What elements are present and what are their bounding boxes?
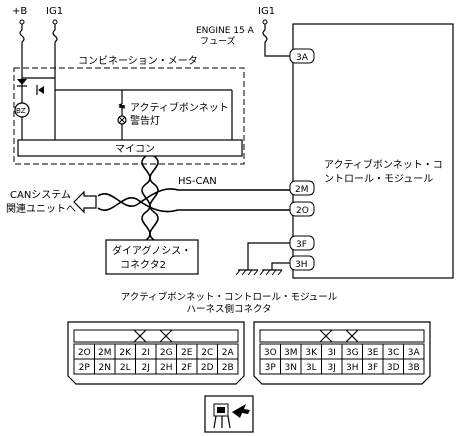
left-pin-label: 2F xyxy=(181,363,192,373)
left-pin-label: 2C xyxy=(201,348,213,358)
fuse-label: ENGINE 15 A xyxy=(196,26,255,36)
svg-text:3F: 3F xyxy=(296,240,307,250)
diode-icon xyxy=(36,85,44,95)
right-pin-cell xyxy=(403,358,425,375)
right-pin-label: 3J xyxy=(328,363,336,373)
left-pin-label: 2D xyxy=(201,363,214,373)
buzzer-icon xyxy=(14,102,30,118)
left-pin-label: 2J xyxy=(142,363,150,373)
diagnosis-connector-box xyxy=(105,239,199,275)
twisted-pair-wire xyxy=(141,155,159,241)
plus-b-wire xyxy=(19,19,25,78)
left-pin-label: 2M xyxy=(98,348,112,358)
diagnosis-connector-label-2: コネクタ2 xyxy=(120,259,166,271)
combination-meter-box xyxy=(13,67,245,165)
ground-wires xyxy=(247,242,290,270)
control-module-name: アクティブボンネット・コ xyxy=(324,158,443,171)
pin-3f: 3F xyxy=(289,235,315,251)
fuse-label-jp: フューズ xyxy=(200,35,236,47)
right-pin-label: 3K xyxy=(305,348,318,358)
warning-lamp-label-2: 警告灯 xyxy=(130,114,160,127)
warning-lamp-label: アクティブボンネット xyxy=(130,101,229,114)
svg-text:2O: 2O xyxy=(296,206,309,216)
svg-text:3H: 3H xyxy=(295,260,308,270)
pin-3a: 3A xyxy=(289,48,315,64)
left-pin-label: 2P xyxy=(79,363,91,373)
right-pin-label: 3P xyxy=(265,363,277,373)
left-pin-label: 2N xyxy=(99,363,111,373)
right-pin-label: 3L xyxy=(306,363,317,373)
left-pin-label: 2G xyxy=(160,348,173,358)
control-module-box xyxy=(292,23,454,279)
right-pin-label: 3H xyxy=(346,363,359,373)
diagnosis-connector-label: ダイアグノシス・ xyxy=(112,244,191,257)
can-bus-wire xyxy=(97,188,290,213)
ig1-left-wire xyxy=(52,19,58,78)
right-pin-label: 3M xyxy=(284,348,298,358)
meter-internal-wiring xyxy=(21,77,233,140)
ig1-right-label: IG1 xyxy=(258,6,275,17)
pin-2m: 2M xyxy=(289,180,315,196)
left-pin-label: 2A xyxy=(222,348,235,358)
diode-icon xyxy=(17,79,27,87)
pin-3h: 3H xyxy=(289,255,315,271)
connector-plug-icon xyxy=(204,395,254,433)
left-pin-label: 2H xyxy=(160,363,173,373)
right-pin-label: 3G xyxy=(346,348,359,358)
right-pin-label: 3N xyxy=(285,363,297,373)
left-pin-label: 2L xyxy=(120,363,131,373)
pin-2o: 2O xyxy=(289,201,315,217)
microcomputer-box xyxy=(17,139,243,157)
ig1-left-label: IG1 xyxy=(46,6,63,17)
right-pin-label: 3C xyxy=(387,348,399,358)
can-system-label: CANシステム xyxy=(10,189,71,201)
left-pin-label: 2O xyxy=(78,348,91,358)
can-arrow-icon xyxy=(73,190,97,214)
left-pin-label: 2I xyxy=(142,348,150,358)
microcomputer-label: マイコン xyxy=(115,144,155,155)
warning-lamp-icon xyxy=(117,115,127,125)
right-pin-label: 3D xyxy=(387,363,400,373)
right-pin-label: 3E xyxy=(367,348,379,358)
ground-icon xyxy=(259,269,283,276)
resistor-icon xyxy=(118,103,126,109)
buzzer-label: BZ xyxy=(16,107,26,115)
can-system-label-2: 関連ユニットへ xyxy=(6,202,76,215)
right-pin-label: 3O xyxy=(264,348,277,358)
right-pin-label: 3F xyxy=(367,363,378,373)
left-pin-cell xyxy=(217,358,239,375)
right-pin-label: 3I xyxy=(328,348,336,358)
left-pin-label: 2E xyxy=(181,348,193,358)
ig1-right-wire xyxy=(262,19,290,57)
control-module-name-2: ントロール・モジュール xyxy=(324,174,433,185)
harness-title: アクティブボンネット・コントロール・モジュール xyxy=(121,291,338,303)
left-pin-label: 2B xyxy=(222,363,234,373)
ground-icon xyxy=(235,269,259,276)
left-pin-label: 2K xyxy=(119,348,132,358)
right-pin-label: 3B xyxy=(408,363,420,373)
harness-subtitle: ハーネス側コネクタ xyxy=(186,303,271,315)
plus-b-label: +B xyxy=(12,6,27,17)
svg-text:2M: 2M xyxy=(295,185,309,195)
combination-meter-title: コンビネーション・メータ xyxy=(78,55,198,67)
hs-can-label: HS-CAN xyxy=(178,176,217,187)
svg-text:3A: 3A xyxy=(296,53,309,63)
right-pin-label: 3A xyxy=(408,348,421,358)
